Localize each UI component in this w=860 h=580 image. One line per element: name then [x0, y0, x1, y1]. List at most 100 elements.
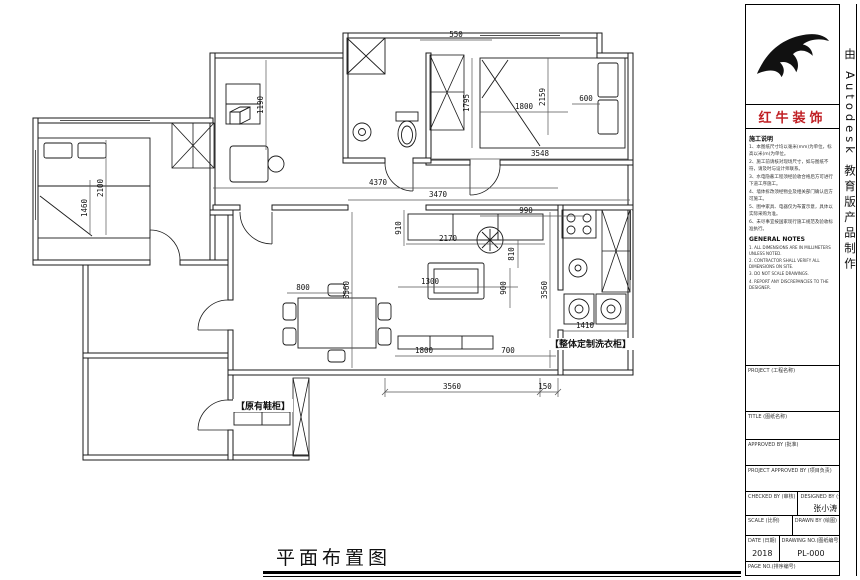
sofa [407, 213, 544, 241]
tv-bench [397, 335, 494, 350]
study-cube-icon [229, 106, 251, 125]
dim-3470: 3470 [429, 190, 448, 199]
shoe-cabinet [233, 411, 291, 426]
note-line: 1. ALL DIMENSIONS ARE IN MILLIMETERS UNL… [749, 244, 831, 256]
titleblock: 红牛装饰 施工说明 1、本图纸尺寸均以毫米(mm)为单位，标高以米(m)为单位。… [745, 4, 840, 576]
field-drawing-no: DRAWING NO.(图纸编号) PL-000 [778, 536, 839, 561]
dim-2170: 2170 [439, 234, 458, 243]
field-project-approved-value [746, 475, 839, 491]
dim-700: 700 [501, 346, 515, 355]
field-page-no: PAGE NO.(排序编号) [746, 562, 839, 575]
field-scale-drawn: SCALE (比例) DRAWN BY (绘图) [746, 516, 839, 536]
field-drawn-value [793, 525, 839, 535]
field-approved-label: APPROVED BY (批准) [748, 442, 799, 448]
dim-1300: 1300 [421, 277, 440, 286]
dim-3560-right: 3560 [540, 280, 549, 299]
label-laundry-cabinet: 【整体定制洗衣柜】 [550, 338, 631, 350]
dim-1800-bed: 1800 [515, 102, 534, 111]
note-line: 4、墙体拆改须经物业及相关部门确认后方可施工。 [749, 189, 833, 202]
field-checked-label: CHECKED BY (审核) [748, 494, 796, 500]
hall-wall-hatch [292, 377, 310, 457]
dim-900: 900 [499, 281, 508, 295]
dim-1410: 1410 [576, 321, 595, 330]
field-title-value [746, 421, 839, 439]
dim-2159: 2159 [538, 88, 547, 106]
field-scale: SCALE (比例) [746, 516, 792, 535]
page-right-border [856, 4, 857, 576]
field-title-label: TITLE (图纸名称) [748, 414, 788, 420]
notes-cn-title: 施工说明 [749, 136, 774, 143]
notes-panel: 施工说明 1、本图纸尺寸均以毫米(mm)为单位，标高以米(m)为单位。 2、施工… [746, 129, 839, 366]
annotation-labels: 【整体定制洗衣柜】 【原有鞋柜】 [233, 338, 640, 412]
dim-1800-bottom: 1800 [415, 346, 434, 355]
company-name: 红牛装饰 [746, 105, 839, 129]
dim-1460: 1460 [80, 198, 89, 217]
note-line: 2. CONTRACTOR SHALL VERIFY ALL DIMENSION… [749, 258, 820, 270]
dim-2100: 2100 [96, 178, 105, 197]
field-project: PROJECT (工程名称) [746, 366, 839, 412]
note-line: 6、未尽事宜按国家现行施工规范及验收标准执行。 [749, 219, 833, 232]
dining-set [282, 283, 392, 363]
kitchen-tall-cabinet [601, 209, 631, 293]
field-page-no-label: PAGE NO.(排序编号) [748, 564, 796, 570]
field-approved-value [746, 449, 839, 465]
hatched-cabinets [171, 54, 631, 457]
dim-810: 810 [507, 247, 516, 261]
company-logo [746, 5, 839, 105]
field-project-label: PROJECT (工程名称) [748, 368, 796, 374]
dim-3560-bottom: 3560 [443, 382, 462, 391]
dim-150: 150 [538, 382, 552, 391]
field-date-label: DATE (日期) [748, 538, 777, 544]
label-shoe-cabinet: 【原有鞋柜】 [236, 400, 290, 412]
field-checked-designed: CHECKED BY (审核) DESIGNED BY (设计) 张小涛 [746, 492, 839, 516]
bull-logo-icon [756, 33, 829, 77]
field-drawn: DRAWN BY (绘图) [791, 516, 839, 535]
field-designed: DESIGNED BY (设计) 张小涛 [797, 492, 839, 515]
dim-550: 550 [449, 30, 463, 39]
field-date-drawingno: DATE (日期) 2018 DRAWING NO.(图纸编号) PL-000 [746, 536, 839, 562]
dim-600: 600 [579, 94, 593, 103]
washing-machines [563, 293, 627, 325]
notes-en-title: GENERAL NOTES [749, 235, 805, 243]
bed-right-bedroom [479, 57, 626, 149]
kitchen-stove-sink [561, 209, 597, 278]
note-line: 5、图中家具、电器仅为布置示意，具体以实际采购为准。 [749, 204, 833, 217]
windows [33, 33, 633, 280]
field-drawn-label: DRAWN BY (绘图) [794, 518, 837, 524]
study-desk [225, 83, 261, 125]
field-date-value: 2018 [752, 548, 773, 558]
dim-1190: 1190 [256, 95, 265, 114]
dim-4370: 4370 [369, 178, 388, 187]
study-table [229, 145, 285, 183]
dim-3548: 3548 [531, 149, 550, 158]
field-checked-value [746, 501, 797, 515]
wardrobe-left-bedroom [171, 122, 215, 169]
field-designed-label: DESIGNED BY (设计) [800, 494, 839, 500]
bed-left-bedroom [37, 137, 151, 239]
field-project-approved-label: PROJECT APPROVED BY (项目负责) [748, 468, 832, 474]
floor-plan-drawing: 550 1800 600 3548 4370 3470 990 2170 130… [32, 30, 640, 461]
dim-990: 990 [519, 206, 533, 215]
field-designed-value: 张小涛 [813, 503, 838, 513]
dimension-lines [89, 39, 630, 397]
field-title: TITLE (图纸名称) [746, 412, 839, 440]
note-line: 2、施工前请核对现场尺寸，如与图纸不符，请及时与设计师联系。 [749, 159, 829, 172]
field-project-approved: PROJECT APPROVED BY (项目负责) [746, 466, 839, 492]
note-line: 1、本图纸尺寸均以毫米(mm)为单位，标高以米(m)为单位。 [749, 145, 832, 157]
dim-910: 910 [394, 221, 403, 235]
coffee-table [427, 262, 485, 300]
field-checked: CHECKED BY (审核) [746, 492, 797, 515]
autodesk-watermark: 由 Autodesk 教育版产品制作 [843, 48, 857, 274]
dimension-text: 550 1800 600 3548 4370 3470 990 2170 130… [80, 30, 595, 391]
title-underline-thin [263, 576, 741, 577]
note-line: 3. DO NOT SCALE DRAWINGS. [749, 271, 809, 277]
drawing-title: 平面布置图 [276, 547, 392, 569]
field-project-value [746, 375, 839, 411]
wardrobe-right-bedroom [429, 54, 465, 131]
round-table [476, 226, 504, 254]
furniture [37, 37, 627, 426]
bathroom-fixtures [346, 37, 419, 148]
note-line: 3、水电隐蔽工程须经验收合格后方可进行下道工序施工。 [749, 174, 833, 187]
field-approved: APPROVED BY (批准) [746, 440, 839, 466]
